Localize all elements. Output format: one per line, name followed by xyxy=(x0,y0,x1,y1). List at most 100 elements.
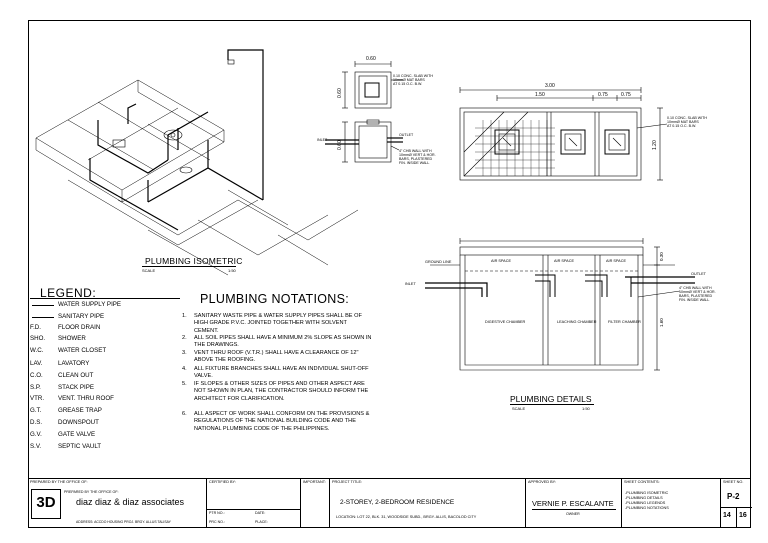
outlet-small-label: OUTLET xyxy=(399,133,414,137)
legend-item: S.P.STACK PIPE xyxy=(30,383,180,393)
legend-item: F.D. FLOOR DRAIN xyxy=(30,323,180,333)
prepared-by-cell: PREPARED BY THE OFFICE OF: 3D PREPARED B… xyxy=(28,479,206,528)
date-label: DATE: xyxy=(255,511,266,515)
sheet-no-cell: SHEET NO. P-2 14 16 xyxy=(720,479,752,528)
notation-num: 4. xyxy=(182,366,187,372)
legend-desc: FLOOR DRAIN xyxy=(58,324,101,331)
legend-abbr: F.D. xyxy=(30,324,41,331)
legend-abbr: LAV. xyxy=(30,360,43,367)
ground-line-label: GROUND LINE xyxy=(425,260,452,264)
chb-note-small-3: BARS, PLASTERED xyxy=(399,157,433,161)
title-block: PREPARED BY THE OFFICE OF: 3D PREPARED B… xyxy=(28,478,752,528)
legend-desc: GREASE TRAP xyxy=(58,407,102,414)
legend-desc: WATER CLOSET xyxy=(58,347,107,354)
legend-desc: WATER SUPPLY PIPE xyxy=(58,301,122,308)
air-space-1: AIR SPACE xyxy=(491,259,511,263)
plumbing-isometric-drawing xyxy=(35,49,358,276)
legend-abbr: S.V. xyxy=(30,443,42,450)
legend-desc: SANITARY PIPE xyxy=(58,313,105,320)
inlet-label: INLET xyxy=(405,282,416,286)
signature-line xyxy=(207,509,301,510)
isometric-title-underline xyxy=(142,266,236,267)
prepared-by-label: PREPARED BY THE OFFICE OF: xyxy=(30,480,88,484)
legend-title-underline xyxy=(30,298,180,299)
notation-text: IF SLOPES & OTHER SIZES OF PIPES AND OTH… xyxy=(194,381,369,402)
sheet-content-item: -PLUMBING ISOMETRIC xyxy=(625,491,669,495)
dim-150: 1.50 xyxy=(535,92,545,98)
dim-075a: 0.75 xyxy=(598,92,608,98)
slab-note-vault-3: AT 0.15 O.C. B.W. xyxy=(667,124,696,128)
leaching-chamber-label: LEACHING CHAMBER xyxy=(557,320,597,324)
details-title: PLUMBING DETAILS xyxy=(510,394,592,404)
important-label: IMPORTANT: xyxy=(303,480,326,484)
sheet-content-item: -PLUMBING NOTATIONS xyxy=(625,506,669,510)
legend-desc: SEPTIC VAULT xyxy=(58,443,102,450)
sheet-contents-label: SHEET CONTENTS: xyxy=(624,480,660,484)
details-title-underline xyxy=(510,404,594,405)
legend-item: D.S.DOWNSPOUT xyxy=(30,418,180,428)
sheet-index: 14 xyxy=(723,512,731,519)
notation-num: 3. xyxy=(182,350,187,356)
sanitary-line-symbol xyxy=(32,317,54,318)
sheet-content-item: -PLUMBING DETAILS xyxy=(625,496,663,500)
legend-abbr: G.T. xyxy=(30,407,42,414)
sheet-no-label: SHEET NO. xyxy=(723,480,744,484)
legend-desc: VENT. THRU ROOF xyxy=(58,395,114,402)
slab-note-small-1: 0.10 CONC. SLAB WITH xyxy=(393,74,433,78)
dim-300: 3.00 xyxy=(545,83,555,89)
legend-desc: SHOWER xyxy=(58,335,86,342)
legend-abbr: C.O. xyxy=(30,372,43,379)
details-scale-label: SCALE xyxy=(512,406,526,411)
legend-item: VTR.VENT. THRU ROOF xyxy=(30,394,180,404)
project-title: 2-STOREY, 2-BEDROOM RESIDENCE xyxy=(340,499,455,506)
dim-120: 1.20 xyxy=(652,140,658,150)
legend-item: LAV. LAVATORY xyxy=(30,359,180,369)
place-label: PLACE: xyxy=(255,520,268,524)
approved-by-label: APPROVED BY: xyxy=(528,480,557,484)
firm-logo: 3D xyxy=(31,489,61,519)
air-space-2: AIR SPACE xyxy=(554,259,574,263)
project-title-label: PROJECT TITLE: xyxy=(332,480,363,484)
owner-name: VERNIE P. ESCALANTE xyxy=(532,499,614,508)
sheet-total: 16 xyxy=(739,512,747,519)
notation-num: 1. xyxy=(182,313,187,319)
slab-note-small-3: AT 0.15 O.C. B.W. xyxy=(393,82,422,86)
notations-title: PLUMBING NOTATIONS: xyxy=(200,292,349,306)
septic-vault-section: AIR SPACE AIR SPACE AIR SPACE GROUND LIN… xyxy=(405,238,716,371)
owner-signature-line xyxy=(532,509,616,510)
project-cell: PROJECT TITLE: 2-STOREY, 2-BEDROOM RESID… xyxy=(329,479,525,528)
isometric-scale-value: 1:50 xyxy=(228,268,236,273)
legend-abbr: G.V. xyxy=(30,431,42,438)
slab-note-small-2: 10mmØ MAT BARS xyxy=(393,78,425,82)
legend-abbr: W.C. xyxy=(30,347,44,354)
air-space-3: AIR SPACE xyxy=(606,259,626,263)
dim-160: 1.60 xyxy=(659,318,664,327)
notation-text: ALL ASPECT OF WORK SHALL CONFORM ON THE … xyxy=(194,411,370,432)
outlet-label: OUTLET xyxy=(691,272,707,276)
legend-desc: CLEAN OUT xyxy=(58,372,94,379)
notation-num: 2. xyxy=(182,335,187,341)
septic-vault-plan: 3.00 1.50 0.75 0.75 1.20 0.10 CONC. SLAB… xyxy=(459,83,707,181)
legend-item: C.O. CLEAN OUT xyxy=(30,371,180,381)
notation-text: VENT THRU ROOF (V.T.R.) SHALL HAVE A CLE… xyxy=(194,350,359,364)
digestive-chamber-label: DIGESTIVE CHAMBER xyxy=(485,320,526,324)
certified-by-cell: CERTIFIED BY: PTR NO.: DATE: PRC NO.: PL… xyxy=(206,479,301,528)
notation-text: ALL FIXTURE BRANCHES SHALL HAVE AN INDIV… xyxy=(194,366,369,380)
legend-item: G.V.GATE VALVE xyxy=(30,430,180,440)
cleanout-box-detail: 0.60 0.60 0.60 0.10 CONC. SLAB WITH 10mm… xyxy=(317,56,436,165)
owner-label: OWNER xyxy=(566,512,580,516)
chb-note-small-4: FIN. INSIDE WALL xyxy=(399,161,429,165)
legend-title: LEGEND: xyxy=(40,286,97,300)
filter-chamber-label: FILTER CHAMBER xyxy=(608,320,641,324)
notation-num: 6. xyxy=(182,411,187,417)
legend-item-water-supply: WATER SUPPLY PIPE xyxy=(30,300,180,310)
approved-by-cell: APPROVED BY: VERNIE P. ESCALANTE OWNER xyxy=(525,479,621,528)
chb-note-vault-2: 10mmØ VERT & HOR. xyxy=(679,290,716,294)
legend-item: SHO.SHOWER xyxy=(30,334,180,344)
legend-desc: LAVATORY xyxy=(58,360,90,367)
sheet-number: P-2 xyxy=(727,492,740,501)
legend-item: G.T. GREASE TRAP xyxy=(30,406,180,416)
chb-note-small-1: 4" CHB WALL WITH xyxy=(399,149,432,153)
inlet-small-label: INLET xyxy=(317,138,328,142)
legend-abbr: S.P. xyxy=(30,384,41,391)
